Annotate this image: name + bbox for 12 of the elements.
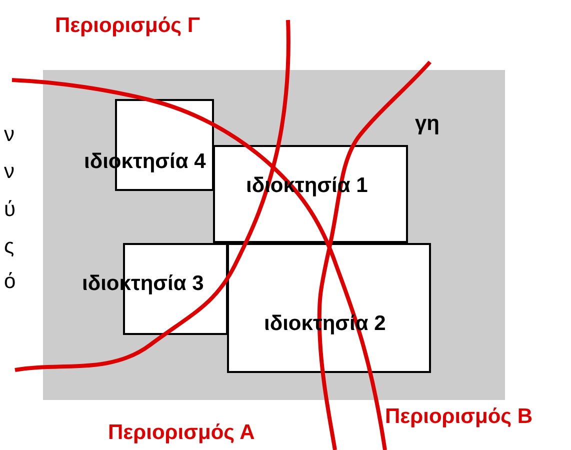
land-area — [43, 70, 505, 400]
text-fragment: ό — [4, 270, 16, 294]
land-label: γη — [415, 112, 440, 136]
property-box — [227, 243, 431, 373]
constraint-label: Περιορισμός Β — [385, 405, 533, 429]
property-box — [213, 145, 408, 243]
constraint-label: Περιορισμός Γ — [55, 14, 200, 38]
text-fragment: ύ — [4, 198, 16, 222]
constraint-label: Περιορισμός Α — [108, 421, 255, 445]
text-fragment: ν — [4, 160, 14, 184]
text-fragment: ν — [4, 123, 14, 147]
text-fragment: ς — [4, 235, 14, 259]
